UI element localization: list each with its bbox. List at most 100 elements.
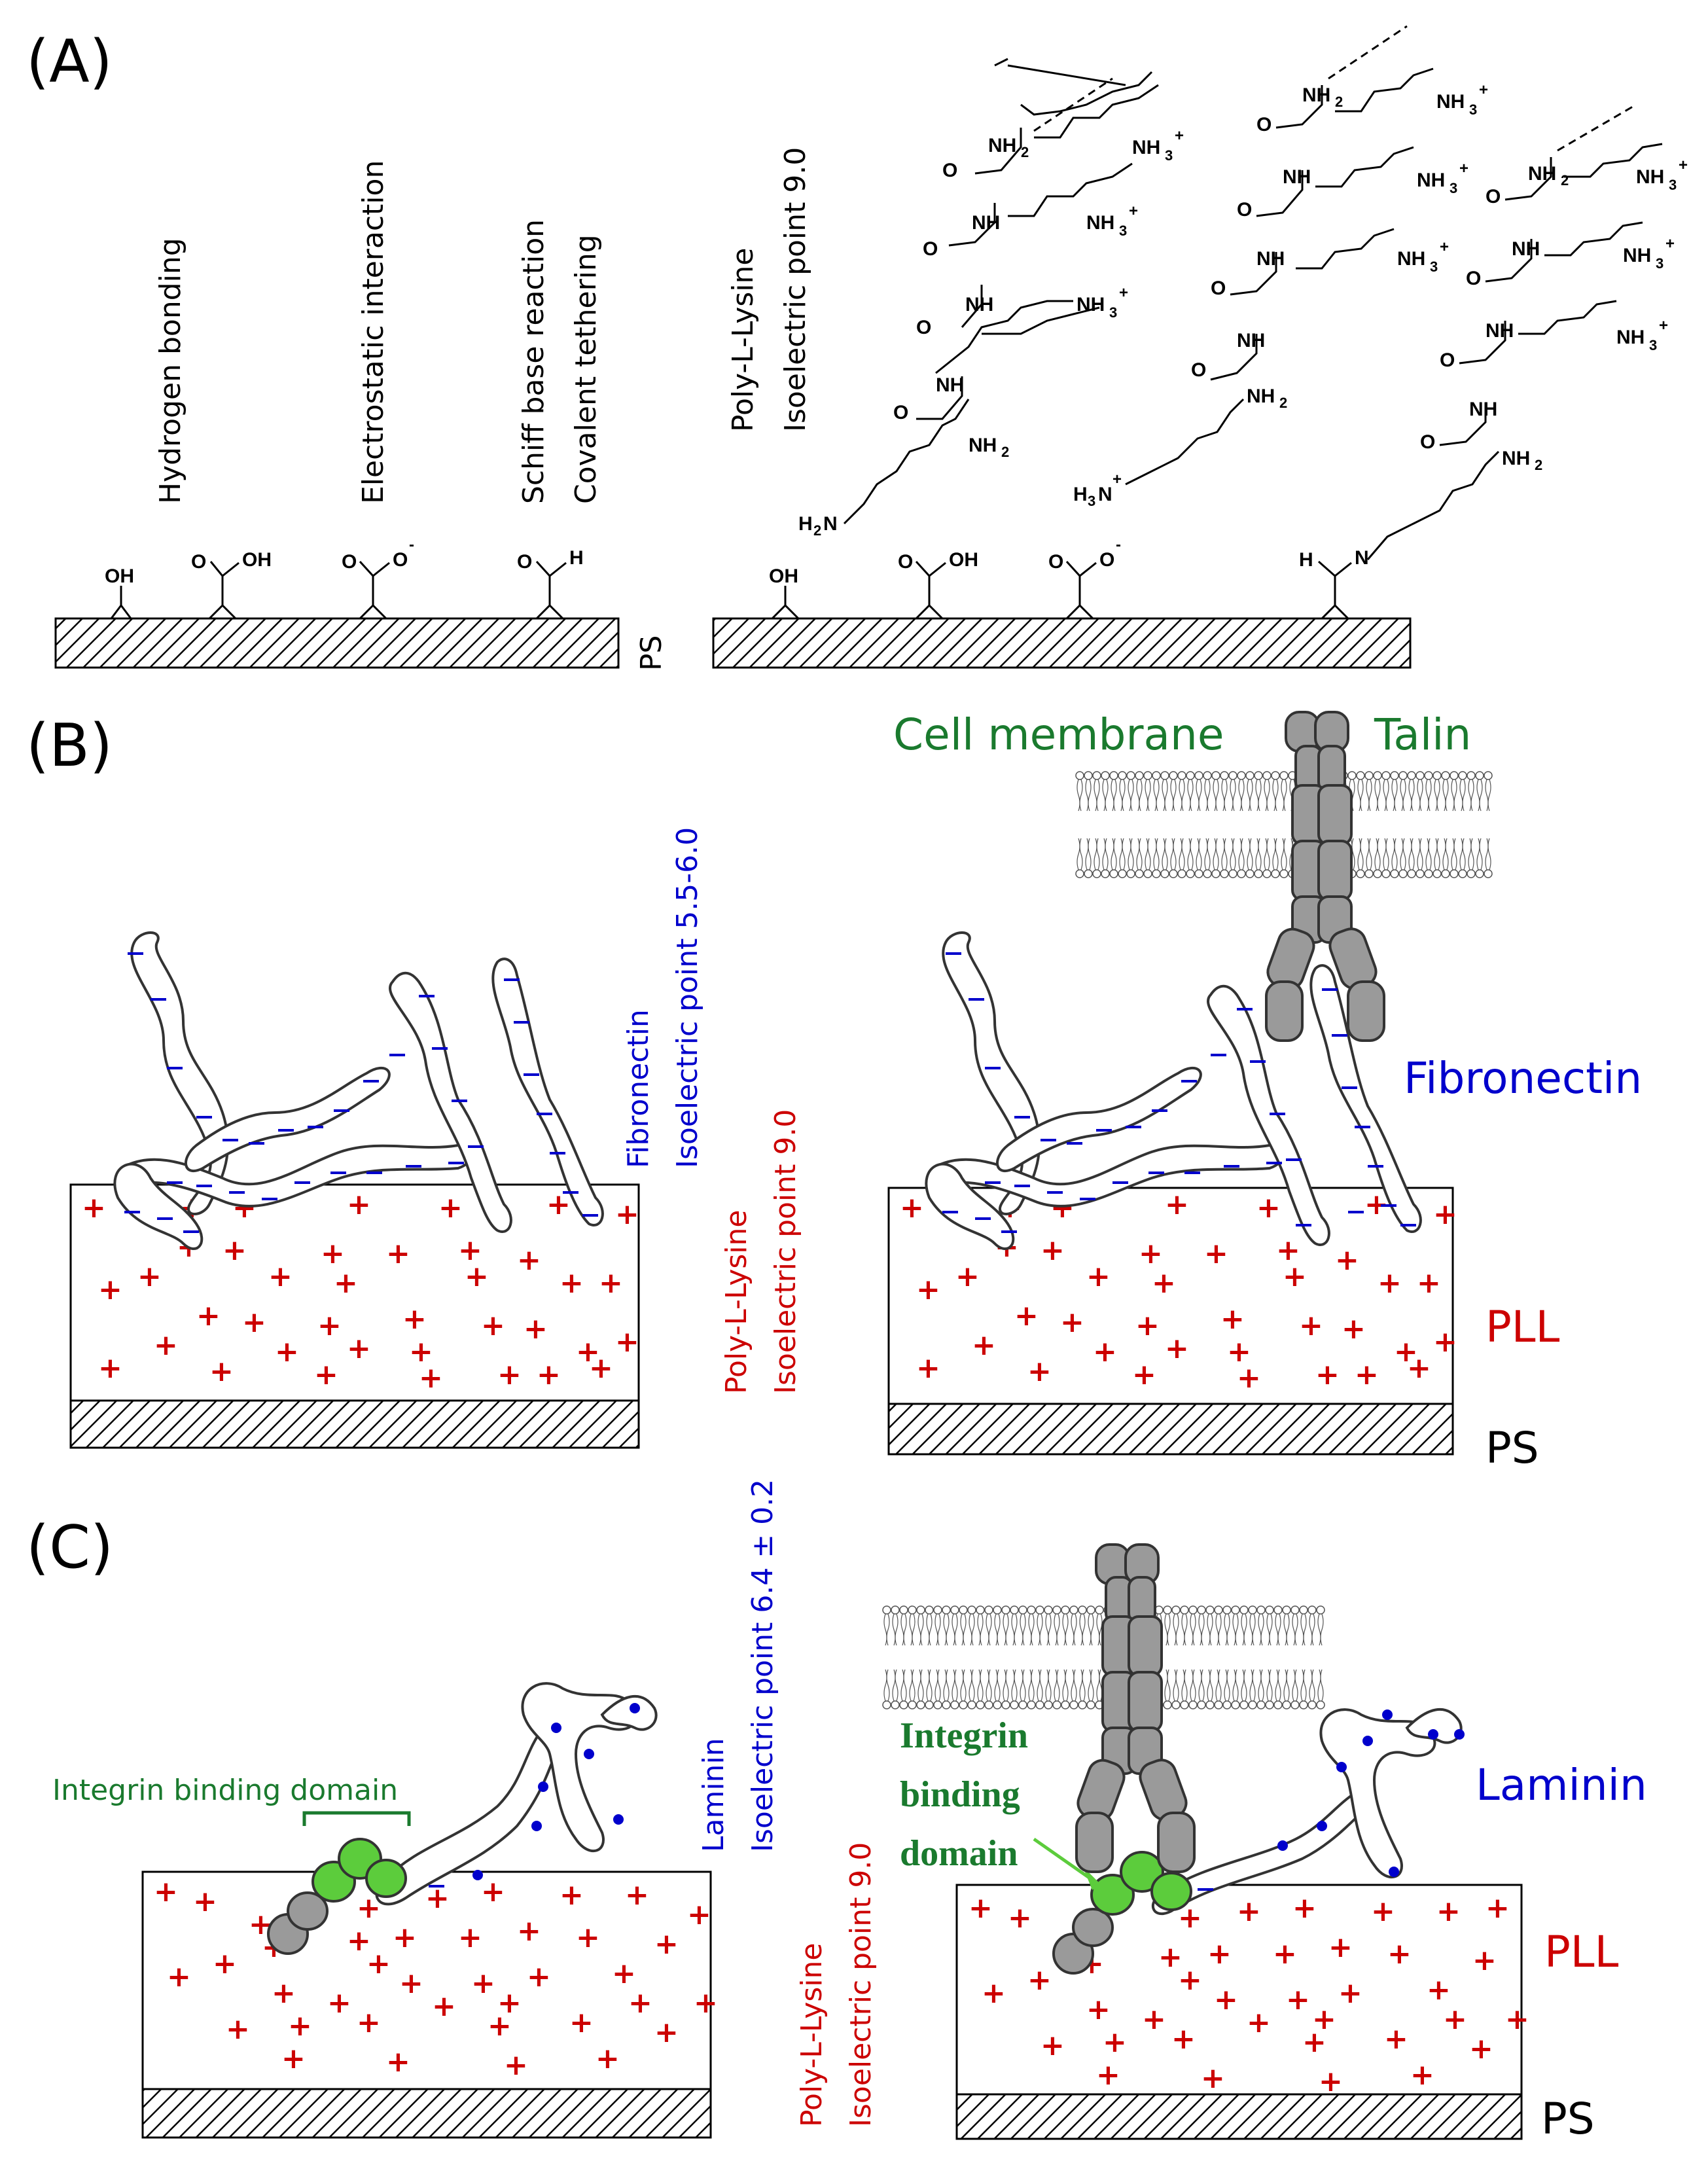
plus-charge: + — [167, 1960, 191, 1994]
minus-charge — [157, 1217, 173, 1220]
plus-charge: + — [1319, 2065, 1343, 2098]
plus-charge: + — [399, 1967, 423, 2000]
minus-charge — [1014, 1116, 1030, 1118]
charge-dot — [531, 1821, 542, 1831]
plus-charge: + — [1152, 1266, 1176, 1300]
minus-charge — [249, 1142, 264, 1145]
nh3-2b: NH — [1417, 170, 1445, 191]
plus-charge: + — [628, 1986, 652, 2020]
plus-charge: + — [226, 2013, 250, 2046]
lipid-head — [899, 1605, 908, 1646]
h3n-1-plus: + — [1112, 471, 1122, 488]
lipid-head — [1211, 771, 1220, 812]
nh3-1a-plus: + — [1119, 284, 1128, 302]
cell-membrane-label: Cell membrane — [893, 709, 1224, 760]
minus-charge — [167, 1067, 183, 1069]
plus-charge: + — [327, 1986, 351, 2020]
ps-substrate-a-right — [712, 617, 1412, 669]
surface-groups-right — [771, 560, 1352, 620]
lipid-head — [950, 1669, 959, 1709]
lipid-head — [1101, 838, 1110, 878]
plus-charge: + — [916, 1351, 940, 1385]
minus-charge — [1152, 1109, 1167, 1112]
minus-charge — [1400, 1224, 1416, 1226]
nh-1a: NH — [936, 374, 964, 396]
lipid-head — [1432, 838, 1442, 878]
plus-charge: + — [288, 2009, 312, 2043]
laminin-right — [1151, 1708, 1463, 1916]
plus-charge: + — [1486, 1891, 1510, 1925]
minus-charge — [432, 1047, 448, 1050]
lipid-head — [1194, 771, 1203, 812]
lipid-head — [1458, 838, 1467, 878]
plus-charge: + — [488, 2009, 512, 2043]
minus-charge — [1041, 1139, 1056, 1141]
minus-charge — [1096, 1129, 1112, 1132]
lipid-head — [959, 1605, 968, 1646]
lipid-head — [950, 1605, 959, 1646]
o-chain-1a: O — [893, 402, 908, 423]
lipid-head — [1052, 1669, 1061, 1709]
minus-charge — [124, 1211, 140, 1213]
plus-charge: + — [497, 1358, 522, 1391]
charge-dot — [630, 1703, 640, 1713]
plus-charge: + — [1027, 1355, 1052, 1388]
nh2-2-sub: 2 — [1279, 395, 1287, 411]
plus-charge: + — [1335, 1244, 1359, 1277]
pll-a-label-2: Isoelectric point 9.0 — [779, 147, 812, 432]
plus-charge: + — [1060, 1306, 1084, 1339]
lipid-head — [1390, 838, 1399, 878]
lipid-head — [1205, 1669, 1215, 1709]
lipid-head — [891, 1669, 900, 1709]
plus-charge: + — [596, 2042, 620, 2075]
lipid-head — [1135, 838, 1144, 878]
lipid-head — [1160, 771, 1169, 812]
lipid-head — [1061, 1605, 1070, 1646]
minus-charge — [419, 995, 435, 997]
o-chain-1d: O — [942, 160, 957, 181]
plus-charge: + — [1041, 1234, 1065, 1267]
plus-charge: + — [524, 1312, 548, 1346]
binding-domain-left — [267, 1838, 407, 1955]
ps-substrate-b-left — [69, 1399, 640, 1449]
minus-charge — [294, 1181, 310, 1184]
lipid-head — [1118, 838, 1127, 878]
nh2-1b-sub: 2 — [1021, 144, 1029, 160]
surface-groups-left — [110, 560, 567, 620]
plus-charge: + — [1086, 1993, 1111, 2026]
o-group-6: O — [1048, 551, 1063, 573]
plus-charge: + — [1283, 1260, 1307, 1293]
lipid-head — [882, 1669, 891, 1709]
plus-charge: + — [969, 1891, 993, 1925]
charge-dot — [538, 1781, 548, 1792]
lipid-head — [1265, 1669, 1274, 1709]
minus-sup-a: - — [409, 536, 414, 554]
lipid-head — [1441, 771, 1450, 812]
hbond-label: Hydrogen bonding — [154, 238, 187, 504]
panel-c: ++++++++++++++++++++++++++++++++++++++++… — [52, 1479, 1647, 2144]
plus-charge: + — [1469, 2032, 1493, 2066]
pll-c-label: PLL — [1544, 1927, 1619, 1977]
minus-charge — [308, 1126, 323, 1128]
ps-substrate-c-right — [955, 2093, 1523, 2140]
minus-charge — [563, 1191, 578, 1194]
lipid-head — [1211, 838, 1220, 878]
nh3-1c-sub: 3 — [1165, 147, 1173, 164]
ps-label-b: PS — [1486, 1423, 1539, 1473]
fibronectin-label: Fibronectin — [1404, 1053, 1642, 1103]
binding-domain-arrowhead — [1085, 1870, 1102, 1890]
lipid-head — [1239, 1605, 1249, 1646]
lipid-head — [1086, 1669, 1095, 1709]
lipid-head — [1075, 838, 1084, 878]
lipid-head — [1177, 771, 1186, 812]
charge-dot — [551, 1723, 561, 1733]
plus-charge: + — [1214, 1983, 1238, 2016]
nh3-2c-sub: 3 — [1469, 101, 1477, 118]
minus-charge — [1296, 1224, 1311, 1226]
covalent-label: Covalent tethering — [569, 234, 603, 504]
minus-charge — [183, 1230, 199, 1233]
nh2-2b: NH — [1302, 84, 1330, 106]
minus-charge — [1181, 1080, 1197, 1082]
lipid-head — [1143, 771, 1152, 812]
plus-charge: + — [481, 1309, 505, 1342]
